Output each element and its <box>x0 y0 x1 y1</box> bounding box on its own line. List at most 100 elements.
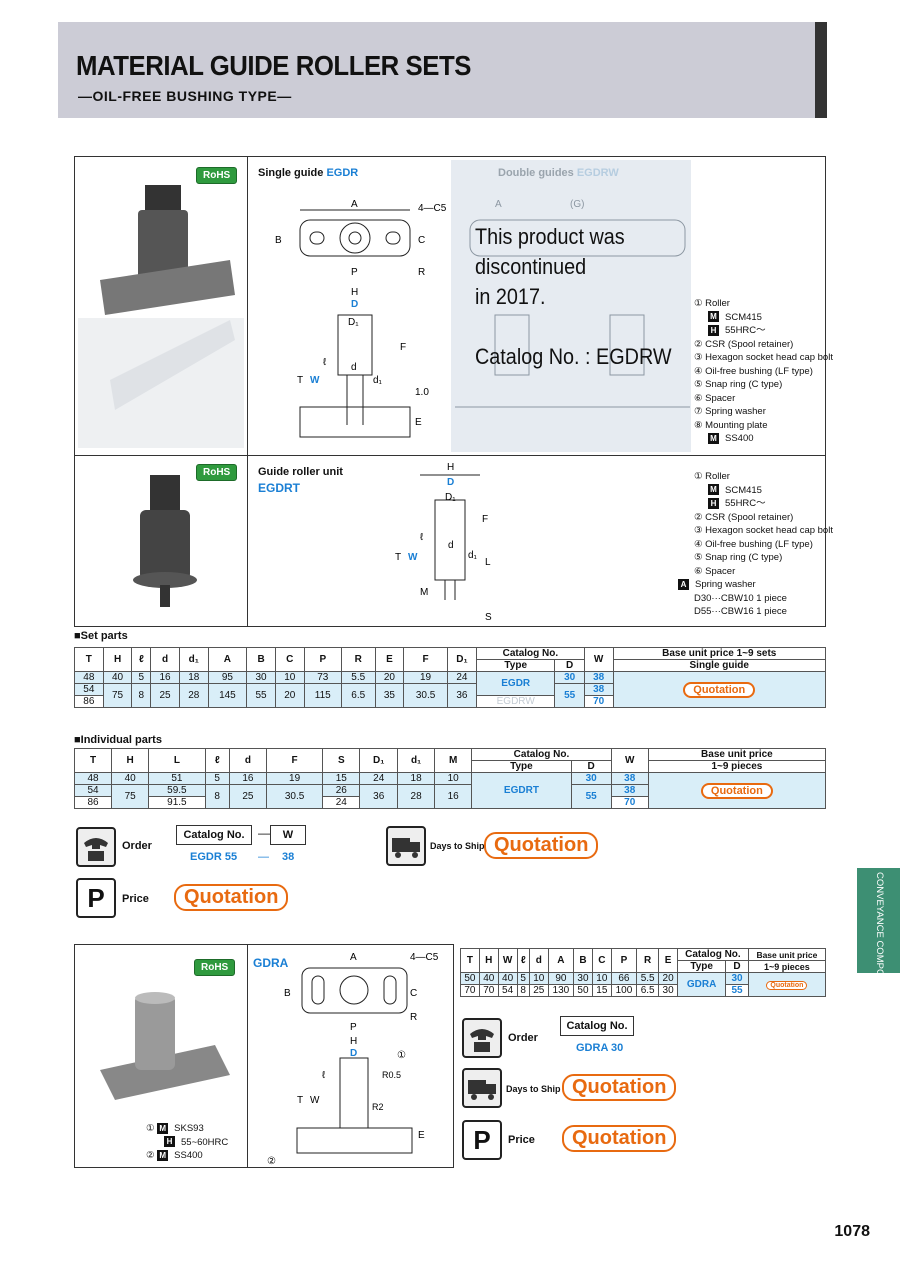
unit-shaft <box>160 585 170 607</box>
part-4: ④ Oil-free bushing (LF type) <box>694 365 813 377</box>
discontinued-overlay <box>451 160 691 452</box>
sp-h-f: F <box>403 647 448 672</box>
gd-h: T <box>460 948 480 973</box>
single-label: Single guide <box>258 167 324 179</box>
mounting-plate <box>100 260 235 315</box>
sp-w38b: 38 <box>583 683 614 696</box>
ip-cell: 59.5 <box>148 784 206 797</box>
ip-h-cat: Catalog No. <box>471 748 612 761</box>
roller-side <box>337 314 373 376</box>
gdra-i1: ① <box>397 1050 406 1061</box>
sp-cell: 16 <box>150 671 180 684</box>
dim-r: R <box>418 267 425 278</box>
ip-h: d <box>228 748 267 773</box>
gdra-price-quotation[interactable]: Quotation <box>562 1125 677 1152</box>
m-mark-2: M <box>708 432 719 444</box>
days-to-ship-quotation[interactable]: Quotation <box>484 832 599 859</box>
sp-cell: 20 <box>374 671 405 684</box>
unit-f: F <box>482 514 488 525</box>
price-icon-2: P <box>462 1120 502 1160</box>
days-to-ship-label: Days to Ship <box>430 841 485 851</box>
gd-cell: 70 <box>478 984 499 997</box>
sp-h-price: Base unit price 1~9 sets <box>612 647 826 660</box>
unit-ll: ℓ <box>420 532 424 543</box>
gdra-i2: ② <box>267 1156 276 1166</box>
gd-cell: 8 <box>516 984 530 997</box>
dim-d: d <box>351 362 357 373</box>
phone-icon <box>76 827 116 867</box>
sp-cell: 35 <box>374 683 405 708</box>
gd-cell: 40 <box>478 972 499 985</box>
dim-c: C <box>418 235 425 246</box>
sp-h-dcol: D <box>554 659 585 672</box>
gdra-d: D <box>350 1048 357 1059</box>
double-plate <box>469 219 686 257</box>
gd-type: GDRA <box>677 972 727 997</box>
drawing-unit: H D D₁ F d d₁ L T W ℓ M S <box>395 462 492 623</box>
quotation-button[interactable]: Quotation <box>683 681 756 698</box>
gdra-quotation-button[interactable]: Quotation <box>766 981 808 990</box>
sp-w38: 38 <box>583 671 614 684</box>
gd-cell: 54 <box>497 984 518 997</box>
disc-line-5: Catalog No. : EGDRW <box>475 344 672 369</box>
gdra-slot-r <box>383 975 397 1005</box>
ip-cell: 28 <box>397 784 436 809</box>
u-m-mark: M <box>708 484 719 496</box>
gdra-r2: R2 <box>372 1102 384 1112</box>
gdra-base <box>100 1045 230 1100</box>
ip-cell: 40 <box>111 772 150 785</box>
part-1: ① Roller <box>694 298 730 309</box>
sp-cell: 24 <box>446 671 477 684</box>
disc-line-1: This product was <box>475 224 625 249</box>
ip-h-w: W <box>610 748 649 773</box>
gd-cell: 10 <box>591 972 612 985</box>
sp-cell: 36 <box>446 683 477 708</box>
ip-cell: 5 <box>204 772 230 785</box>
gdra-slot-l <box>311 975 325 1005</box>
gd-h-type: Type <box>677 960 727 973</box>
sp-cell: 10 <box>274 671 305 684</box>
gdra-roller-side <box>339 1057 369 1129</box>
gdra-ship-quotation[interactable]: Quotation <box>562 1074 677 1101</box>
gd-quote-cell: Quotation <box>747 972 827 997</box>
unit-dd1: d₁ <box>468 550 478 561</box>
sp-d55: 55 <box>554 683 585 708</box>
side-tab-text: CONVEYANCE COMPONENTS FOR AUTOMOTIVE DIE… <box>874 872 885 1121</box>
gdra-w: W <box>310 1095 320 1106</box>
gd-h: A <box>547 948 575 973</box>
ip-h: H <box>111 748 150 773</box>
gd-h: B <box>573 948 593 973</box>
sp-h-c: C <box>274 647 305 672</box>
u-part-1: ① Roller <box>694 471 730 482</box>
page-title: MATERIAL GUIDE ROLLER SETS <box>76 50 471 81</box>
part-3: ③ Hexagon socket head cap bolt <box>694 352 833 363</box>
ip-h: T <box>73 748 113 773</box>
plate-side <box>299 406 411 438</box>
gdra-h: H <box>164 1136 175 1148</box>
gd-cell: 100 <box>610 984 638 997</box>
quotation-button-2[interactable]: Quotation <box>700 782 773 799</box>
gdra-l: ℓ <box>322 1070 326 1081</box>
sp-cell: 19 <box>403 671 448 684</box>
unit-d-blue: D <box>447 477 454 488</box>
unit-code: EGDRT <box>258 481 300 495</box>
sp-cell: 115 <box>303 683 342 708</box>
disc-line-2: discontinued <box>475 254 587 279</box>
gdra-p1-mat: SKS93 <box>174 1123 204 1134</box>
dim-w-blue: W <box>310 375 320 386</box>
u-part-1-h: 55HRC～ <box>725 498 766 509</box>
double-guide-label: Double guides EGDRW <box>498 167 619 179</box>
gdra-plate <box>301 967 408 1014</box>
ip-cell: 91.5 <box>148 796 206 809</box>
ip-cell: 36 <box>359 784 399 809</box>
gd-cell: 70 <box>460 984 480 997</box>
dim-l: ℓ <box>323 357 327 368</box>
ip-cell: 26 <box>322 784 361 797</box>
sp-type-egdrw: EGDRW <box>475 695 556 708</box>
order-example-dash: — <box>258 851 269 863</box>
ip-cell: 10 <box>434 772 473 785</box>
price-quotation[interactable]: Quotation <box>174 884 289 911</box>
side-tab: CONVEYANCE COMPONENTS FOR AUTOMOTIVE DIE… <box>857 868 900 1121</box>
catalog-no-box: Catalog No. <box>176 825 252 845</box>
